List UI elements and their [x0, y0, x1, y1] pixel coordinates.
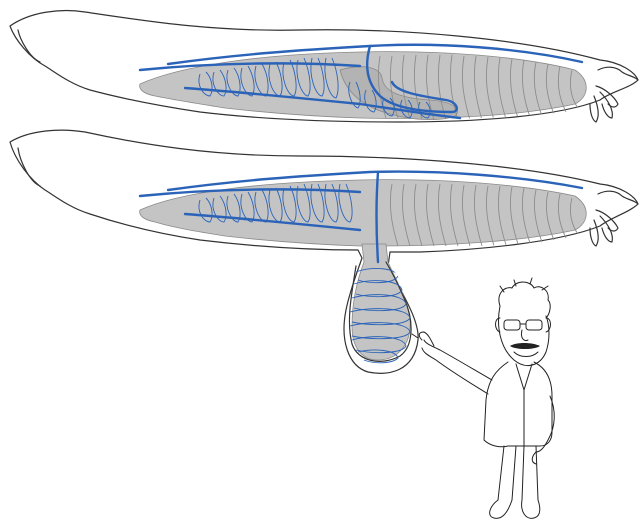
presenter-hand	[412, 332, 434, 346]
presenter-hair	[499, 282, 550, 318]
bottom-body-outline	[10, 130, 638, 373]
presenter-glasses	[504, 320, 542, 330]
panel-top	[10, 11, 638, 122]
presenter-mustache	[510, 343, 540, 349]
presenter-pointing-arm	[422, 340, 492, 394]
presenter-jacket	[484, 362, 552, 447]
top-foot-digits	[590, 67, 638, 122]
bottom-heel-line	[18, 148, 40, 186]
presenter-legs	[498, 446, 538, 500]
presenter-shoes	[490, 500, 540, 518]
panel-bottom	[10, 130, 638, 373]
bottom-foot-digits	[590, 191, 638, 246]
bottom-tissue-tube	[140, 180, 587, 246]
cartoon-man-pointing-icon	[412, 278, 554, 518]
